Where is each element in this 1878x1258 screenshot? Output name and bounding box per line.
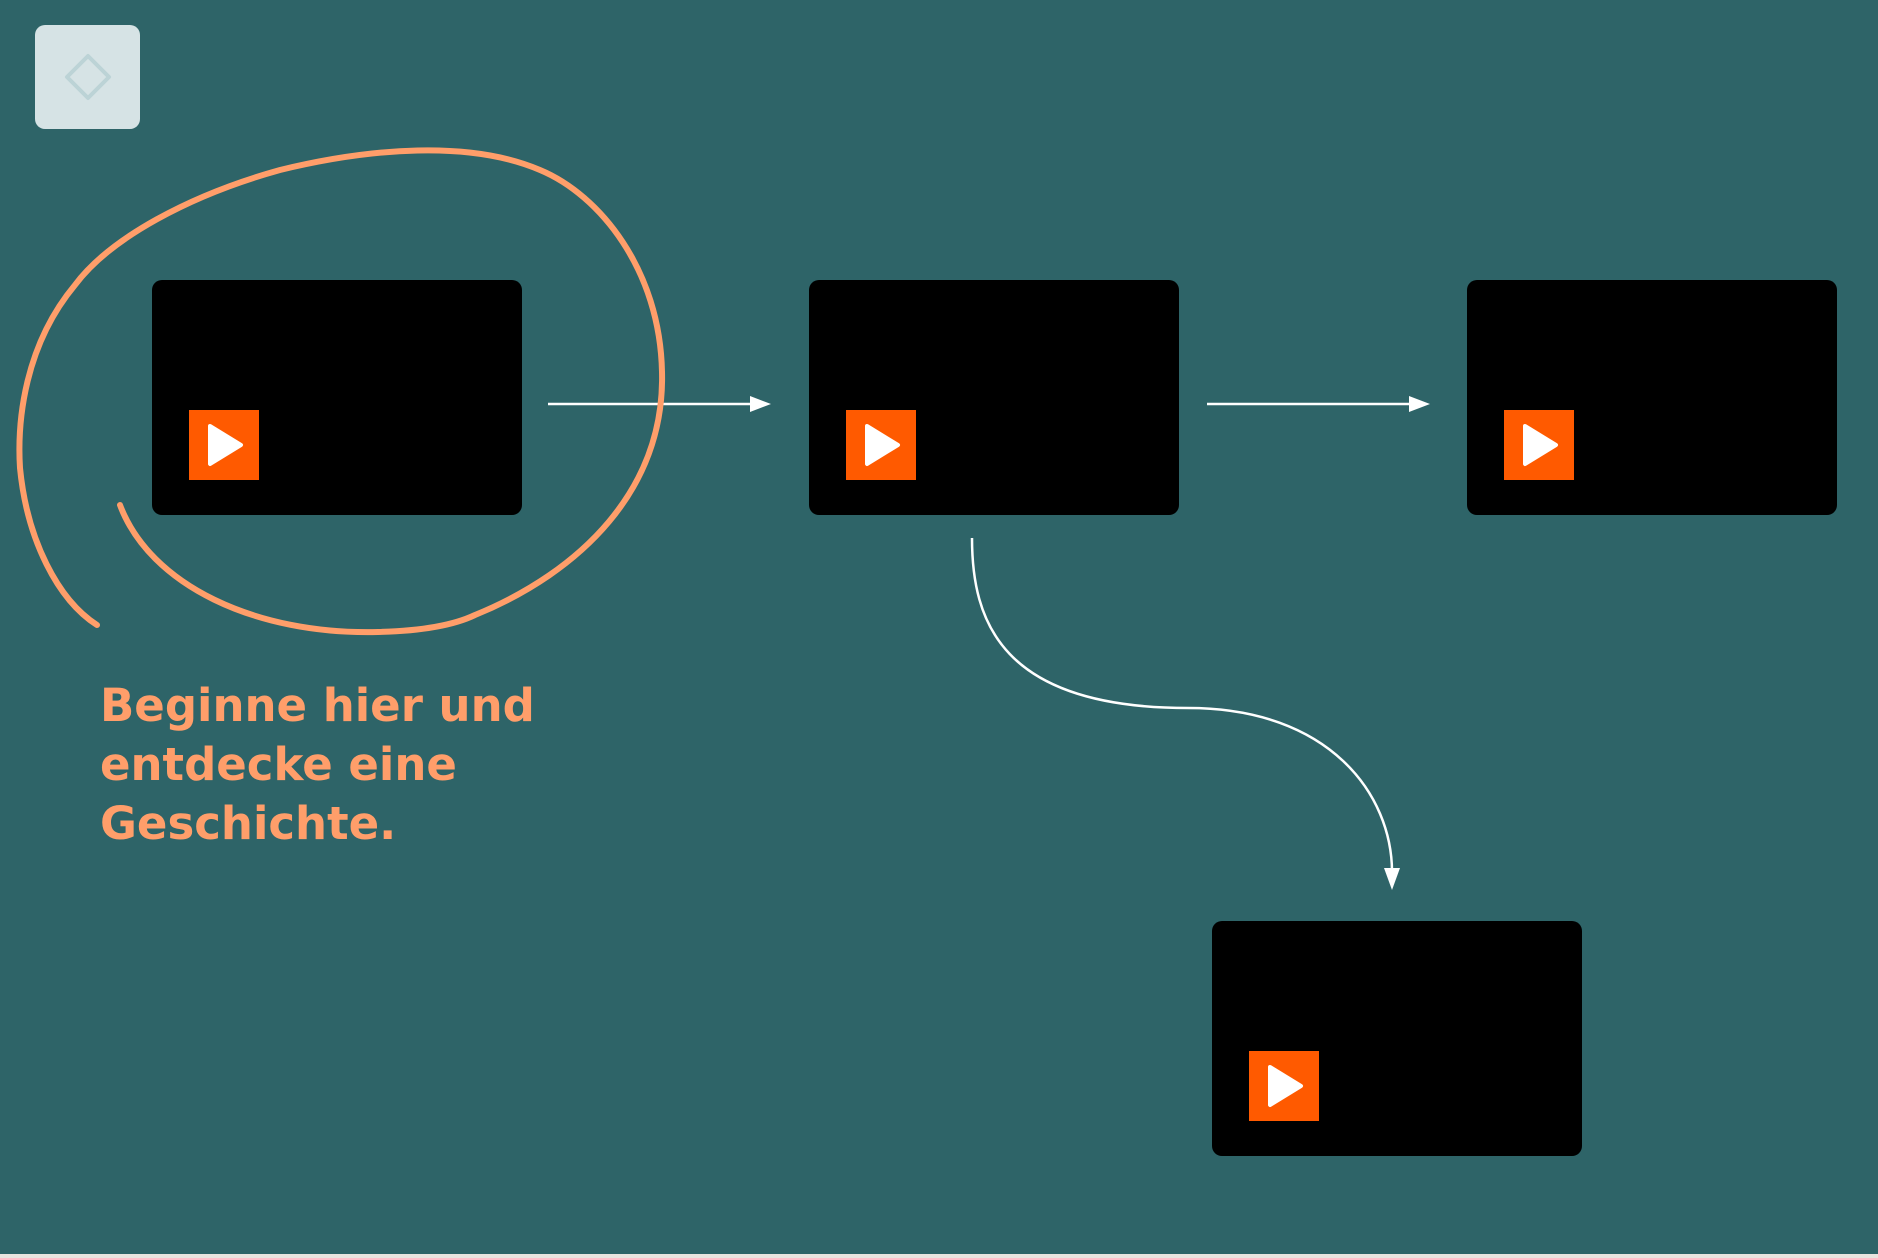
play-icon — [865, 424, 900, 466]
play-button[interactable] — [1249, 1051, 1319, 1121]
play-button[interactable] — [1504, 410, 1574, 480]
logo-button[interactable] — [35, 25, 140, 129]
play-icon — [1523, 424, 1558, 466]
hint-text: Beginne hier und entdecke eine Geschicht… — [100, 679, 535, 850]
bottom-edge — [0, 1254, 1878, 1258]
play-icon — [1268, 1065, 1303, 1107]
connector-arrow-2-3 — [1207, 396, 1430, 412]
video-card-4[interactable] — [1212, 921, 1582, 1156]
video-card-2[interactable] — [809, 280, 1179, 515]
play-icon — [208, 424, 243, 466]
play-button[interactable] — [189, 410, 259, 480]
connector-arrow-1-2 — [548, 396, 771, 412]
diamond-outline-icon — [64, 54, 111, 100]
video-card-1[interactable] — [152, 280, 522, 515]
connector-arrow-2-4 — [970, 537, 1400, 890]
video-card-3[interactable] — [1467, 280, 1837, 515]
play-button[interactable] — [846, 410, 916, 480]
